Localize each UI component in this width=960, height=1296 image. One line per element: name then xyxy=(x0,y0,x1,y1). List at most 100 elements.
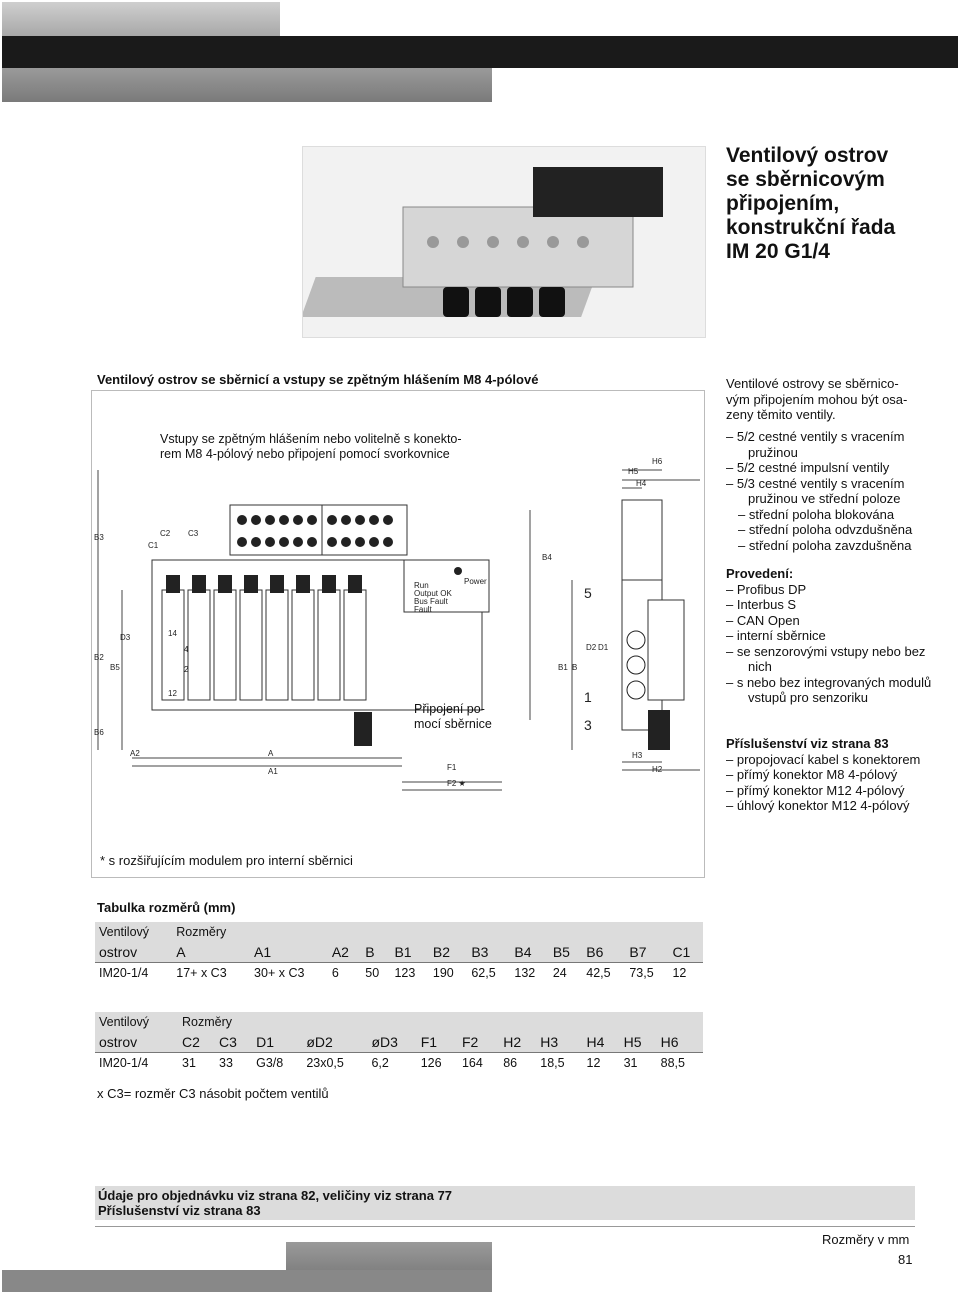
table-cell: ostrov xyxy=(99,944,138,960)
table-cell: 31 xyxy=(178,1052,216,1073)
provedeni-item: – s nebo bez integrovaných modulů vstupů… xyxy=(726,674,932,706)
table-cell: 123 xyxy=(390,962,429,983)
table-header-row: Ventilový Rozměry xyxy=(95,922,703,942)
provedeni-item: – CAN Open xyxy=(726,612,800,628)
valve-item: – 5/2 cestné impulsní ventily xyxy=(726,460,890,475)
dim-B5: B5 xyxy=(110,663,120,672)
footer-rule xyxy=(95,1226,915,1227)
text-line: Ventilový ostrov xyxy=(726,144,889,167)
table-header-cell: Ventilový xyxy=(99,925,150,939)
text-line: Vstupy se zpětným hlášením nebo voliteln… xyxy=(160,432,462,446)
valve-list: – 5/2 cestné ventily s vracením pružinou… xyxy=(726,429,941,553)
table-cell: 12 xyxy=(582,1052,620,1073)
dim-C1: C1 xyxy=(148,541,159,550)
table-cell: 50 xyxy=(361,962,391,983)
table-cell: C3 xyxy=(219,1034,237,1050)
dim-B1: B1 xyxy=(558,663,568,672)
accessory-item: – přímý konektor M12 4-pólový xyxy=(726,782,905,798)
table-cell: øD3 xyxy=(371,1034,398,1050)
dim-H6: H6 xyxy=(652,457,663,466)
dim-F2: F2 ★ xyxy=(447,779,466,788)
text-line: se sběrnicovým xyxy=(726,168,885,191)
table-cell: 17+ x C3 xyxy=(172,962,251,983)
footnote: * s rozšiřujícím modulem pro interní sbě… xyxy=(100,853,353,868)
table-cell: 88,5 xyxy=(656,1052,703,1073)
accessory-item: – úhlový konektor M12 4-pólový xyxy=(726,798,910,813)
dim-A2: A2 xyxy=(130,749,140,758)
intro-text: Ventilové ostrovy se sběrnico- vým připo… xyxy=(726,376,941,423)
valve-item: – 5/3 cestné ventily s vracením pružinou… xyxy=(726,475,905,507)
provedeni-title: Provedení: xyxy=(726,566,794,581)
valve-item: – 5/2 cestné ventily s vracením pružinou xyxy=(726,429,905,460)
table-cell: IM20-1/4 xyxy=(95,962,173,983)
header-band xyxy=(2,36,958,68)
table-header-cell: Ventilový xyxy=(99,1015,150,1029)
units-note: Rozměry v mm xyxy=(822,1232,910,1247)
table-cell: A2 xyxy=(331,944,349,960)
text-line: připojením, xyxy=(726,192,840,215)
table-cell: H5 xyxy=(623,1034,642,1050)
dim-B6: B6 xyxy=(94,728,104,737)
text-line: Připojení po- xyxy=(414,702,485,716)
table-cell: A1 xyxy=(254,944,272,960)
table-cell: 73,5 xyxy=(625,962,669,983)
port-1-label: 1 xyxy=(584,689,592,705)
table-cell: 132 xyxy=(510,962,549,983)
table-cell: C2 xyxy=(182,1034,200,1050)
table-cell: B5 xyxy=(552,944,570,960)
led-fault-label: Fault xyxy=(414,605,433,614)
port-3-label: 3 xyxy=(584,717,592,733)
bus-note: Připojení po- mocí sběrnice xyxy=(414,702,492,732)
port-12-label: 12 xyxy=(168,689,177,698)
table-header-row: Ventilový Rozměry xyxy=(95,1012,703,1032)
table-header-cell: Rozměry xyxy=(182,1015,233,1029)
table-cell: 24 xyxy=(548,962,583,983)
provedeni-item: – Profibus DP xyxy=(726,581,807,597)
order-info-line: Příslušenství viz strana 83 xyxy=(98,1203,261,1218)
table-cell: 190 xyxy=(428,962,468,983)
table-cell: 12 xyxy=(668,962,703,983)
text-line: mocí sběrnice xyxy=(414,717,492,731)
dim-H4: H4 xyxy=(636,479,647,488)
valve-subitem: – střední poloha blokována xyxy=(738,506,895,522)
footer-band xyxy=(2,1270,492,1292)
led-busfault-label: Bus Fault xyxy=(414,597,449,606)
port-14-label: 14 xyxy=(168,629,177,638)
power-label: Power xyxy=(464,577,487,586)
table-cell: 33 xyxy=(215,1052,253,1073)
table-cell: B2 xyxy=(432,944,450,960)
text-line: konstrukční řada xyxy=(726,216,896,239)
table-cell: F1 xyxy=(420,1034,438,1050)
table-cell: IM20-1/4 xyxy=(95,1052,178,1073)
port-5-label: 5 xyxy=(584,585,592,601)
valve-subitem: – střední poloha odvzdušněna xyxy=(738,522,913,537)
inputs-note: Vstupy se zpětným hlášením nebo voliteln… xyxy=(160,432,462,462)
product-photo xyxy=(301,146,706,338)
text-line: IM 20 G1/4 xyxy=(726,240,830,263)
header-subband xyxy=(2,68,492,102)
led-run-label: Run xyxy=(414,581,429,590)
dim-F1: F1 xyxy=(447,763,457,772)
table-cell: B3 xyxy=(471,944,489,960)
table-cell: 164 xyxy=(457,1052,500,1073)
dim-D1: D1 xyxy=(598,643,609,652)
table-header-cell: Rozměry xyxy=(176,925,227,939)
table-cell: B6 xyxy=(586,944,604,960)
dim-A1: A1 xyxy=(268,767,278,776)
order-info-box: Údaje pro objednávku viz strana 82, veli… xyxy=(95,1186,915,1220)
dim-B2: B2 xyxy=(94,653,104,662)
multiplier-note: x C3= rozměr C3 násobit počtem ventilů xyxy=(97,1086,329,1101)
dim-B4: B4 xyxy=(542,553,552,562)
led-output-label: Output OK xyxy=(414,589,452,598)
dim-A: A xyxy=(268,749,274,758)
page-number: 81 xyxy=(898,1252,913,1267)
table-cell: B4 xyxy=(514,944,532,960)
valve-subitem: – střední poloha zavzdušněna xyxy=(738,537,912,553)
accessories-title: Příslušenství viz strana 83 xyxy=(726,736,889,751)
technical-drawing: Run Output OK Bus Fault Fault Power B3 B… xyxy=(94,457,700,791)
table-cell: F2 xyxy=(461,1034,479,1050)
drawing-frame xyxy=(91,390,705,878)
